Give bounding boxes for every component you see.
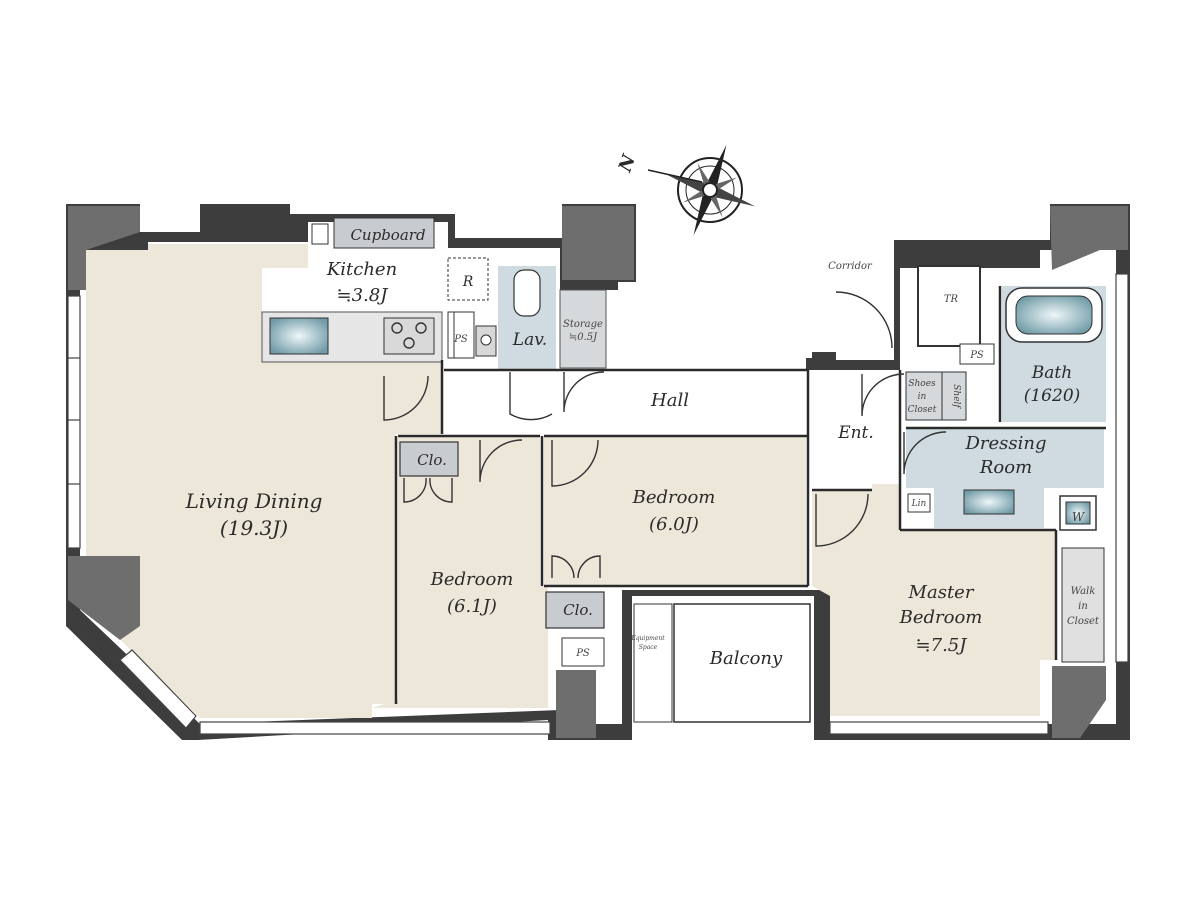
lav-fixtures [513,269,541,317]
kitchen-size: ≒3.8J [337,285,390,306]
corridor-label: Corridor [828,261,873,272]
dressing-room-line2: Room [979,457,1032,478]
kitchen-name: Kitchen [326,259,397,280]
living-dining-name: Living Dining [185,489,323,513]
master-bedroom-line2: Bedroom [899,607,983,628]
window-strips [67,273,1129,735]
bedroom-north-size: (6.0J) [649,514,699,535]
bath-name: Bath [1031,363,1072,383]
master-bedroom-floor [812,484,1056,716]
entrance-label: Ent. [837,423,874,443]
structural-columns [68,206,1128,738]
compass-rose-icon [647,144,756,236]
shelf-label: Shelf [951,384,961,409]
master-bedroom-line1: Master [908,582,975,603]
storage-floor [559,289,607,369]
bath-fixtures [905,287,1105,663]
storage-size: ≒0.5J [569,332,598,343]
equipment-space-line2: Space [639,644,658,651]
fridge-label: R [462,274,474,290]
bedroom-north-name: Bedroom [632,487,716,508]
room-labels: Living Dining (19.3J) Kitchen ≒3.8J Cupb… [185,226,1100,669]
ps-label-entrance: PS [969,350,984,361]
dressing-room-line1: Dressing [964,433,1046,454]
bath-size: (1620) [1024,386,1081,406]
walk-in-closet-line1: Walk [1071,586,1096,597]
equipment-space-line1: Equipment [630,635,665,642]
bedroom-west-size: (6.1J) [447,596,497,617]
closet-label-north: Clo. [563,601,593,619]
dressing-room-floor [906,428,1104,488]
tr-label: TR [944,294,959,305]
closet-blocks [399,311,605,667]
bedroom-west-floor [372,436,548,708]
shoes-closet-line3: Closet [908,405,937,415]
closet-label-west: Clo. [417,451,447,469]
compass-north-label: N [614,151,640,176]
room-floors [86,244,1106,723]
hall-floor [444,372,808,432]
kitchen-ps-label: PS [453,334,468,345]
washer-label: W [1072,510,1086,524]
kitchen-fixtures [269,217,497,359]
master-bedroom-size: ≒7.5J [916,635,969,656]
bedroom-north-floor [544,436,806,586]
balcony-label: Balcony [709,648,783,669]
living-dining-size: (19.3J) [220,516,288,540]
lav-label: Lav. [512,330,547,350]
bedroom-west-name: Bedroom [430,569,514,590]
ps-label-balcony: PS [575,648,590,659]
storage-name: Storage [563,319,603,330]
shoes-closet-line2: in [918,392,927,402]
door-swings [383,291,947,579]
balcony-floor [673,603,811,723]
linen-label: Lin [911,499,927,509]
shoes-closet-line1: Shoes [908,379,936,389]
cupboard-label: Cupboard [350,226,425,244]
walk-in-closet-line3: Closet [1067,616,1100,627]
walk-in-closet-line2: in [1078,601,1088,612]
hall-label: Hall [650,390,689,411]
interior-walls [394,286,1106,704]
